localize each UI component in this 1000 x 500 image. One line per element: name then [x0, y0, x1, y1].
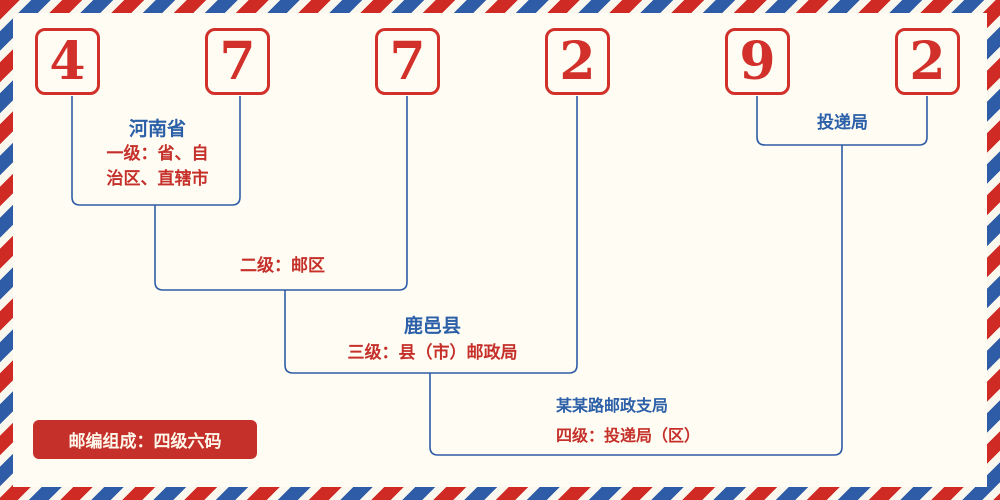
- diagram-canvas: [13, 13, 987, 487]
- digit-box-1: 4: [35, 28, 100, 95]
- digit-box-2: 7: [205, 28, 270, 95]
- level1-region-name: 河南省: [128, 118, 186, 140]
- digit-box-3: 7: [375, 28, 440, 95]
- digit-box-4: 2: [545, 28, 610, 95]
- level3-description: 三级：县（市）邮政局: [347, 343, 518, 363]
- postal-code-composition-badge: 邮编组成：四级六码: [33, 420, 257, 459]
- level2-description: 二级：邮区: [240, 256, 325, 276]
- digit-box-6: 2: [895, 28, 960, 95]
- level4-office-name: 某某路邮政支局: [556, 396, 669, 415]
- level1-description-line1: 一级：省、自: [106, 144, 209, 164]
- level3-region-name: 鹿邑县: [403, 315, 461, 337]
- level1-description: 一级：省、自 治区、直辖市: [70, 142, 245, 191]
- delivery-office-label: 投递局: [817, 113, 868, 133]
- level4-description: 四级：投递局（区）: [556, 426, 701, 445]
- digit-box-5: 9: [725, 28, 790, 95]
- level1-description-line2: 治区、直辖市: [106, 168, 209, 189]
- badge-text: 邮编组成：四级六码: [68, 432, 222, 452]
